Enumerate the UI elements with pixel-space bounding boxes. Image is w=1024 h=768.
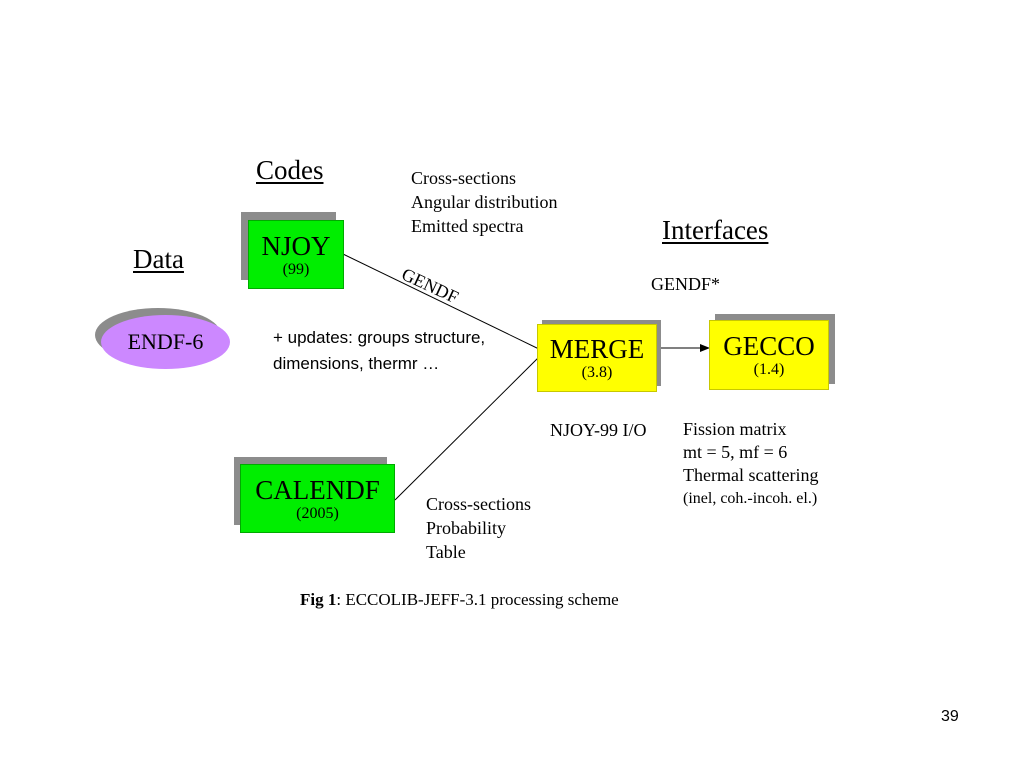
merge-name: MERGE [549,334,645,364]
caption-label: Fig 1 [300,590,337,609]
gecco-box: GECCO (1.4) [709,320,829,390]
figure-caption: Fig 1: ECCOLIB-JEFF-3.1 processing schem… [300,590,619,610]
njoy-box: NJOY (99) [248,220,344,289]
endf-node: ENDF-6 [101,315,230,369]
calendf-output-item: Probability [426,518,506,538]
calendf-output-item: Cross-sections [426,494,531,514]
calendf-node: CALENDF (2005) [234,457,396,534]
njoy-version: (99) [282,260,310,278]
njoy-outputs: Cross-sections Angular distribution Emit… [411,166,558,238]
njoy-output-item: Emitted spectra [411,216,524,236]
gecco-version: (1.4) [753,361,785,378]
gecco-outputs: Fission matrix mt = 5, mf = 6 Thermal sc… [683,418,818,510]
data-heading: Data [133,244,184,274]
calendf-box: CALENDF (2005) [240,464,395,533]
calendf-outputs: Cross-sections Probability Table [426,492,531,564]
calendf-output-item: Table [426,542,466,562]
njoy-to-merge-line [342,253,542,351]
njoy-name: NJOY [261,230,331,261]
page-number: 39 [941,708,959,725]
gecco-node: GECCO (1.4) [709,314,835,392]
gecco-name: GECCO [723,331,815,361]
calendf-version: (2005) [296,504,339,522]
merge-box: MERGE (3.8) [537,324,657,392]
gecco-output-item: Fission matrix [683,419,787,439]
calendf-name: CALENDF [255,474,380,505]
updates-line: + updates: groups structure, [273,328,486,347]
merge-version: (3.8) [581,364,613,381]
njoy-output-item: Angular distribution [411,192,558,212]
updates-line: dimensions, thermr … [273,354,440,373]
gendf-star-label: GENDF* [651,274,721,294]
caption-text: : ECCOLIB-JEFF-3.1 processing scheme [336,590,619,609]
njoy-node: NJOY (99) [241,212,344,289]
interfaces-heading: Interfaces [662,215,769,245]
calendf-to-merge-line [394,354,542,501]
codes-heading: Codes [256,155,324,185]
gecco-output-item: Thermal scattering [683,465,819,485]
merge-io-label: NJOY-99 I/O [550,420,647,440]
endf-label: ENDF-6 [127,329,204,354]
merge-node: MERGE (3.8) [537,320,661,392]
updates-note: + updates: groups structure, dimensions,… [273,325,485,377]
njoy-output-item: Cross-sections [411,168,516,188]
gecco-output-item: (inel, coh.-incoh. el.) [683,490,818,507]
gecco-output-item: mt = 5, mf = 6 [683,442,788,462]
